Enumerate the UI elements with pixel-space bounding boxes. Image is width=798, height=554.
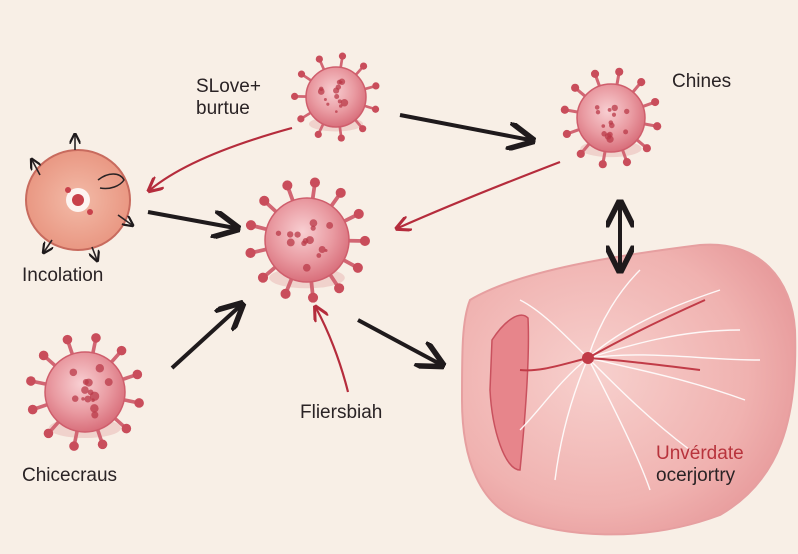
virus-bottom-left [26, 333, 144, 451]
neuron-fibers [519, 269, 761, 491]
virus-chines [560, 67, 662, 169]
arrow-chines-to-center [398, 160, 561, 228]
tissue-region [460, 243, 797, 536]
label-chines: Chines [672, 71, 732, 92]
label-chicecraus: Chicecraus [22, 465, 118, 486]
arrow-center-to-tissue [357, 318, 440, 364]
label-top-virus-line1: SLove+ [196, 76, 261, 97]
label-tissue-line1: Unvérdate [656, 443, 744, 464]
arrow-top-to-chines [399, 113, 530, 140]
arrow-cell-to-center [147, 210, 235, 228]
label-top-virus-line2: burtue [196, 98, 250, 119]
arrows [147, 113, 620, 393]
host-cell [25, 135, 132, 260]
label-fliersbiah: Fliersbiah [300, 402, 383, 423]
arrow-fliersbiah-to-center [316, 308, 350, 393]
virus-top [291, 52, 380, 142]
arrow-bottomleft-to-center [170, 306, 240, 370]
label-tissue-line2: ocerjortry [656, 465, 736, 486]
virus-center [245, 177, 370, 303]
arrow-top-to-cell [150, 126, 293, 190]
label-incolation: Incolation [22, 265, 104, 286]
